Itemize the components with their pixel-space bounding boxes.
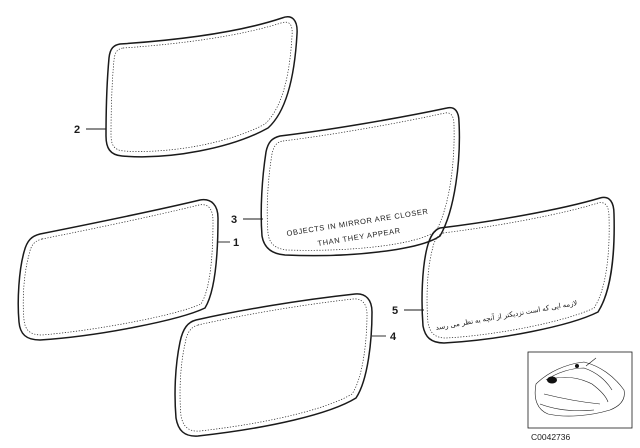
callout-2: 2 <box>74 124 80 136</box>
car-location-icon <box>534 357 625 417</box>
location-thumbnail: C0042736 <box>527 351 633 442</box>
callout-4: 4 <box>390 331 397 343</box>
callout-3: 3 <box>231 214 237 226</box>
mirror-glass-5: لازمه ایی که است نزدیکتر از آنچه به نظر … <box>421 196 615 344</box>
mirror-glass-4 <box>174 293 373 437</box>
callout-1: 1 <box>233 237 239 249</box>
mirror-glass-2 <box>105 16 298 158</box>
mirror-glass-3: OBJECTS IN MIRROR ARE CLOSER THAN THEY A… <box>260 106 461 257</box>
mirror-glass-1 <box>17 198 219 341</box>
reference-code: C0042736 <box>531 432 571 442</box>
callout-5: 5 <box>392 305 398 317</box>
